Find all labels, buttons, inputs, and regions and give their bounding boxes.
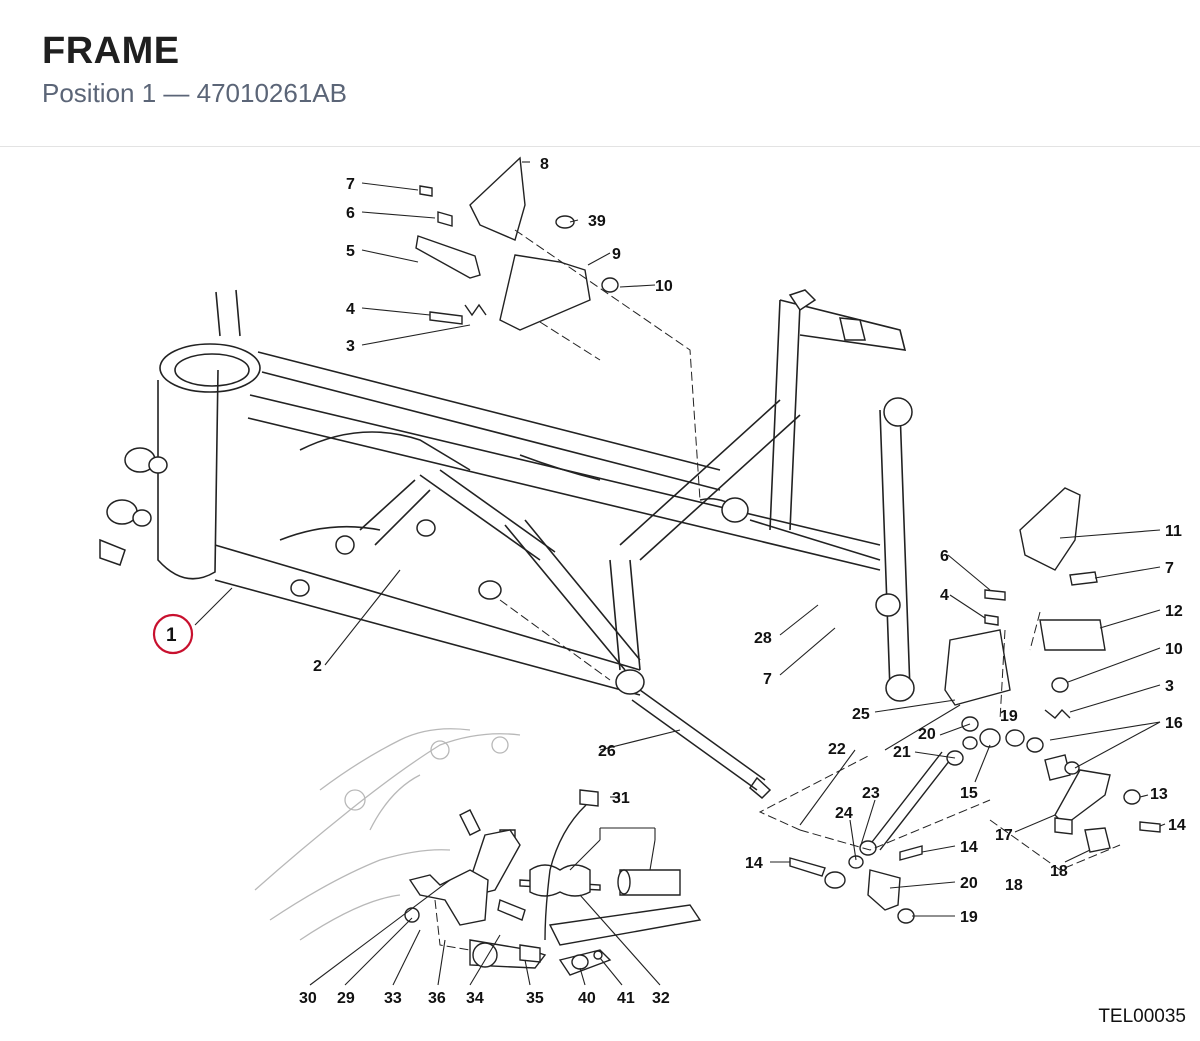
callout-41: 41 (617, 990, 635, 1007)
callout-1-highlight[interactable]: 1 (152, 613, 194, 655)
callout-38: 36 (428, 990, 446, 1007)
callout-37: 35 (526, 990, 544, 1007)
callout-14c: 14 (745, 855, 763, 872)
callout-22: 20 (918, 726, 936, 743)
callout-17: 17 (995, 827, 1013, 844)
exploded-diagram: 7 6 5 4 3 8 39 9 10 2 26 11 7 12 10 3 16… (0, 146, 1200, 1036)
callout-34: 32 (652, 990, 670, 1007)
callout-7b: 7 (1165, 560, 1174, 577)
callout-13: 13 (1150, 786, 1168, 803)
page-subtitle: Position 1 — 47010261AB (42, 78, 347, 108)
callout-6b: 6 (940, 548, 949, 565)
callout-20: 20 (960, 875, 978, 892)
callout-40: 40 (578, 990, 596, 1007)
swingarm-pivot-shaft (631, 689, 772, 800)
callout-7c: 7 (763, 671, 772, 688)
callout-14a: 14 (1168, 817, 1186, 834)
callout-35: 33 (384, 990, 402, 1007)
callout-18: 18 (1050, 863, 1068, 880)
callout-4b: 4 (940, 587, 949, 604)
page-header: FRAME Position 1 — 47010261AB (0, 0, 1200, 147)
assembly-dashed-lines (434, 229, 1121, 951)
engine-ghost (254, 728, 521, 941)
callout-36: 34 (466, 990, 484, 1007)
callout-32: 30 (299, 990, 317, 1007)
gear-linkage (789, 716, 1161, 924)
callout-2: 2 (313, 658, 322, 675)
callout-1-ring[interactable] (152, 613, 194, 655)
right-footpeg-assembly (944, 487, 1106, 719)
callout-21a: 19 (1000, 708, 1018, 725)
callout-1[interactable]: 1 (166, 625, 177, 646)
callout-26: 24 (835, 805, 853, 822)
callout-21b: 19 (960, 909, 978, 926)
callout-10a: 10 (655, 278, 673, 295)
callout-33: 31 (612, 790, 630, 807)
callout-24: 22 (828, 741, 846, 758)
callout-11: 11 (1165, 523, 1182, 540)
callout-6a: 6 (346, 205, 355, 222)
drawing-code: TEL00035 (1098, 1006, 1186, 1027)
callout-15: 15 (960, 785, 978, 802)
callout-3a: 3 (346, 338, 355, 355)
frame-bosses (99, 289, 915, 702)
callout-5: 5 (346, 243, 355, 260)
callout-14b: 14 (960, 839, 978, 856)
callout-8: 8 (540, 156, 549, 173)
callout-30: 28 (754, 630, 772, 647)
frame-tubes (157, 289, 911, 696)
callout-12: 12 (1165, 603, 1183, 620)
callout-25: 23 (862, 785, 880, 802)
callout-labels: 7 6 5 4 3 8 39 9 10 2 26 11 7 12 10 3 16… (299, 156, 1186, 1007)
callout-19: 18 (1005, 877, 1023, 894)
callout-9: 9 (612, 246, 621, 263)
page-title: FRAME (42, 30, 180, 72)
left-footpeg-assembly (415, 156, 619, 331)
callout-10b: 10 (1165, 641, 1183, 658)
callout-4a: 4 (346, 301, 355, 318)
callout-39: 39 (588, 213, 606, 230)
callout-29: 26 (598, 743, 616, 760)
callout-23: 21 (893, 744, 911, 761)
leader-lines (194, 161, 1166, 986)
side-stand-assembly (404, 789, 702, 976)
callout-7a: 7 (346, 176, 355, 193)
callout-31: 29 (337, 990, 355, 1007)
callout-3b: 3 (1165, 678, 1174, 695)
callout-16: 16 (1165, 715, 1183, 732)
callout-28: 25 (852, 706, 870, 723)
